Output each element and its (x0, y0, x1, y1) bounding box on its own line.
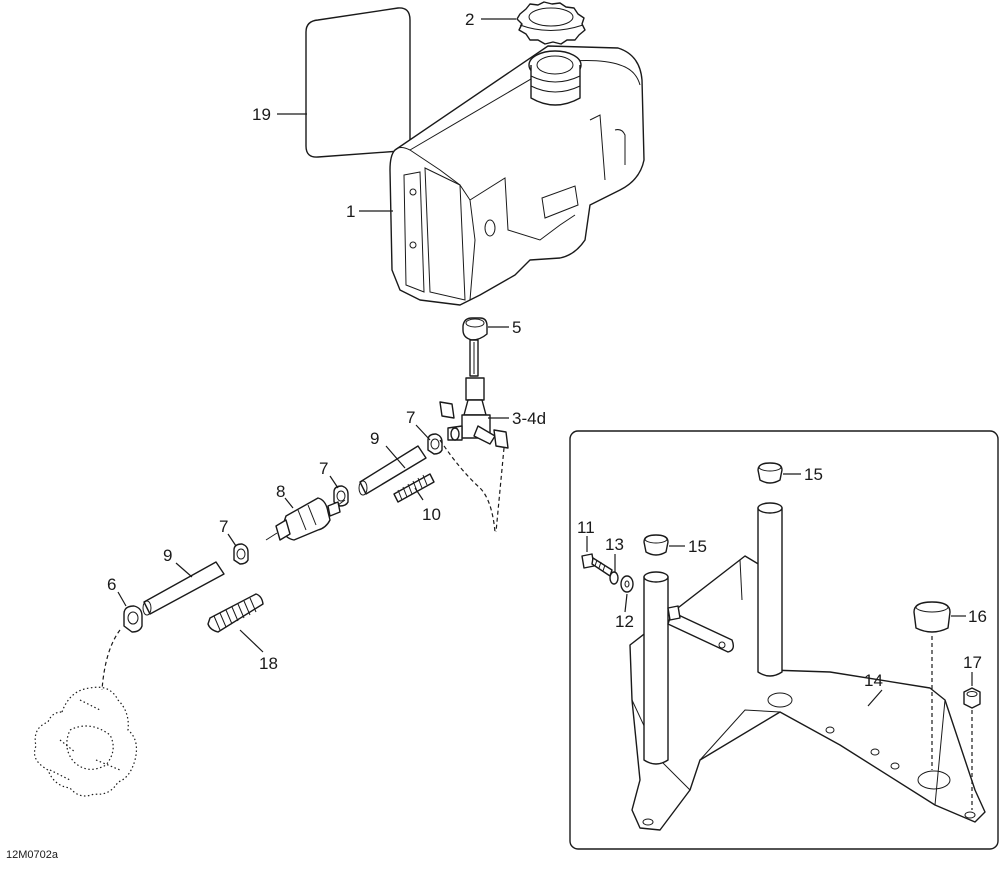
callout-19: 19 (252, 105, 271, 124)
callout-11: 11 (577, 518, 595, 537)
routing-line (101, 629, 121, 691)
hose-clamp-icon (233, 543, 249, 565)
leader-line (329, 475, 339, 489)
hose-clamp-icon (333, 485, 349, 507)
tank-grommet-icon (462, 317, 488, 341)
fuel-hose-icon (142, 561, 225, 616)
leader-line (117, 591, 127, 607)
spring-icon (207, 593, 264, 633)
drawing-code: 12M0702a (6, 849, 59, 861)
leader-line (867, 689, 883, 707)
callout-16: 16 (968, 607, 987, 626)
callout-17: 17 (963, 653, 982, 672)
leader-line (624, 593, 628, 613)
nut-icon (963, 687, 981, 709)
leader-line (239, 629, 264, 653)
callout-7: 7 (406, 408, 415, 427)
callout-2: 2 (465, 10, 474, 29)
callout-1: 1 (346, 202, 355, 221)
tank-cap-icon (516, 1, 586, 45)
inset-frame (569, 430, 999, 850)
tube-cap-icon (643, 534, 669, 556)
callout-3-4d: 3-4d (512, 409, 546, 428)
spring-icon (393, 473, 435, 503)
fuel-tank-icon (389, 45, 645, 306)
callout-9: 9 (370, 429, 379, 448)
hose-clamp-icon (123, 605, 143, 633)
callout-7: 7 (319, 459, 328, 478)
hose-clamp-icon (427, 433, 443, 455)
callout-8: 8 (276, 482, 285, 501)
callout-10: 10 (422, 505, 441, 524)
routing-line (495, 447, 505, 533)
callout-5: 5 (512, 318, 521, 337)
callout-18: 18 (259, 654, 278, 673)
frame-grommet-icon (913, 601, 951, 633)
tube-cap-icon (757, 462, 783, 484)
leader-line (175, 562, 193, 578)
bolt-icon (581, 553, 613, 577)
fuel-hose-icon (358, 445, 427, 496)
callout-6: 6 (107, 575, 116, 594)
callout-9: 9 (163, 546, 172, 565)
routing-line (439, 439, 496, 533)
leader-line (385, 445, 406, 469)
callout-15: 15 (688, 537, 707, 556)
leader-line (414, 487, 424, 501)
fuel-valve-icon (439, 339, 509, 449)
decal-sheet (305, 7, 411, 158)
carburetor-phantom-icon (33, 686, 138, 797)
callout-12: 12 (615, 612, 634, 631)
callout-7: 7 (219, 517, 228, 536)
leader-line (227, 533, 237, 547)
leader-line (284, 497, 294, 509)
fuel-filter-icon (265, 497, 346, 541)
callout-14: 14 (864, 671, 883, 690)
leader-line (415, 424, 431, 441)
washer-icon (620, 575, 634, 593)
stand-frame-icon (629, 502, 986, 831)
callout-13: 13 (605, 535, 624, 554)
washer-icon (609, 571, 619, 585)
callout-15: 15 (804, 465, 823, 484)
